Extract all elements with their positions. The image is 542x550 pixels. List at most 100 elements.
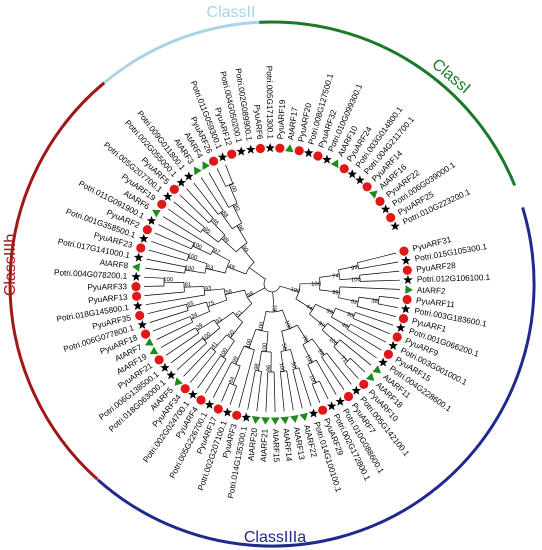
tree-branch-line (151, 241, 190, 256)
tree-branch-line (154, 232, 192, 250)
tree-branch-line (170, 337, 203, 364)
tree-branch-line (241, 246, 255, 263)
bootstrap-value: 100 (283, 320, 292, 331)
tree-branch-line (296, 324, 308, 343)
tree-branch-line (228, 184, 238, 204)
star-marker (133, 252, 144, 262)
triangle-marker (369, 190, 378, 199)
bootstrap-value: 49 (227, 263, 235, 271)
leaf-label: Potri.012G106100.1 (417, 273, 491, 284)
bootstrap-value: 53 (206, 264, 214, 271)
bootstrap-value: 100 (191, 241, 202, 251)
star-marker (188, 389, 198, 399)
triangle-marker (145, 338, 154, 346)
tree-branch-line (207, 299, 227, 308)
star-marker (347, 169, 357, 179)
star-marker (131, 271, 141, 281)
leaf-label: PyuARF33 (87, 282, 127, 292)
leaf-label: PyuARF6 (252, 104, 264, 140)
bootstrap-value: 98 (254, 363, 261, 370)
bootstrap-value: 100 (219, 347, 229, 358)
star-marker (184, 171, 194, 181)
class-arc-classii (103, 20, 278, 84)
bootstrap-value: 46 (211, 218, 220, 227)
star-marker (166, 370, 176, 380)
bootstrap-value: 84 (228, 375, 236, 384)
triangle-marker (365, 372, 375, 381)
tree-branch-line (200, 177, 224, 211)
tree-branch-line (315, 303, 334, 314)
tree-branch-line (281, 309, 291, 329)
tree-branch-line (179, 194, 210, 224)
tree-branch-line (309, 313, 326, 327)
bootstrap-value: 76 (300, 335, 308, 344)
circle-marker (209, 156, 219, 166)
tree-branch-line (216, 311, 234, 325)
tree-branch-line (187, 301, 207, 308)
tree-branch-line (204, 288, 225, 292)
tree-branch-line (205, 268, 226, 274)
tree-branch-line (280, 351, 284, 372)
class-arc-classiiia (96, 206, 536, 548)
tree-branch-line (350, 358, 366, 373)
circle-marker (359, 379, 369, 389)
star-marker (308, 408, 319, 418)
tree-branch-line (261, 311, 267, 331)
tree-branch-line (307, 364, 317, 383)
bootstrap-value: 91 (215, 316, 224, 325)
tree-branch-line (298, 367, 312, 407)
tree-branch-arc (357, 262, 360, 269)
bootstrap-value: 99 (332, 290, 339, 297)
tree-branch-line (272, 291, 275, 312)
bootstrap-value: 58 (225, 289, 233, 296)
circle-marker (402, 265, 412, 275)
circle-marker (154, 355, 164, 365)
bootstrap-value: 51 (235, 310, 244, 319)
tree-branch-line (213, 334, 228, 350)
triangle-marker (149, 346, 159, 355)
tree-branch-line (359, 270, 400, 276)
tree-branch-line (338, 265, 359, 271)
tree-branch-line (156, 321, 193, 340)
tree-branch-line (249, 267, 266, 280)
leaf-label: PyuARF13 (88, 293, 129, 306)
star-marker (137, 319, 147, 329)
bootstrap-value: 100 (351, 277, 361, 284)
tree-branch-line (208, 172, 230, 208)
triangle-marker (285, 144, 294, 153)
tree-branch-line (216, 168, 227, 187)
bootstrap-value: 50 (228, 330, 237, 339)
star-marker (326, 401, 337, 411)
triangle-marker (372, 365, 381, 374)
tree-branch-line (197, 355, 222, 389)
tree-branch-line (146, 258, 186, 268)
bootstrap-value: 38 (371, 298, 378, 305)
tree-branch-line (220, 212, 233, 230)
star-marker (146, 215, 157, 225)
tree-branch-line (212, 362, 232, 398)
tree-branch-line (223, 340, 235, 358)
circle-marker (196, 395, 206, 405)
bootstrap-value: 95 (202, 227, 211, 236)
tree-branch-line (333, 346, 348, 362)
bootstrap-value: 92 (350, 299, 358, 306)
tree-branch-line (352, 317, 391, 335)
tree-branch-line (227, 266, 247, 275)
bootstrap-value: 100 (290, 287, 301, 295)
tree-branch-line (295, 298, 313, 310)
tree-branch-line (258, 351, 262, 371)
tree-branch-line (204, 358, 227, 394)
bootstrap-value: 58 (280, 343, 287, 351)
tree-branch-line (202, 229, 219, 243)
tree-branch-line (238, 349, 255, 408)
leaf-label: AtARF14 (281, 428, 293, 462)
circle-marker (132, 291, 142, 301)
tree-branch-line (378, 303, 398, 308)
tree-branch-line (232, 365, 241, 385)
tree-branch-line (193, 182, 219, 215)
circle-marker (135, 310, 145, 321)
bootstrap-value: 71 (339, 355, 348, 364)
triangle-marker (330, 159, 339, 169)
tree-branch-line (221, 383, 230, 402)
